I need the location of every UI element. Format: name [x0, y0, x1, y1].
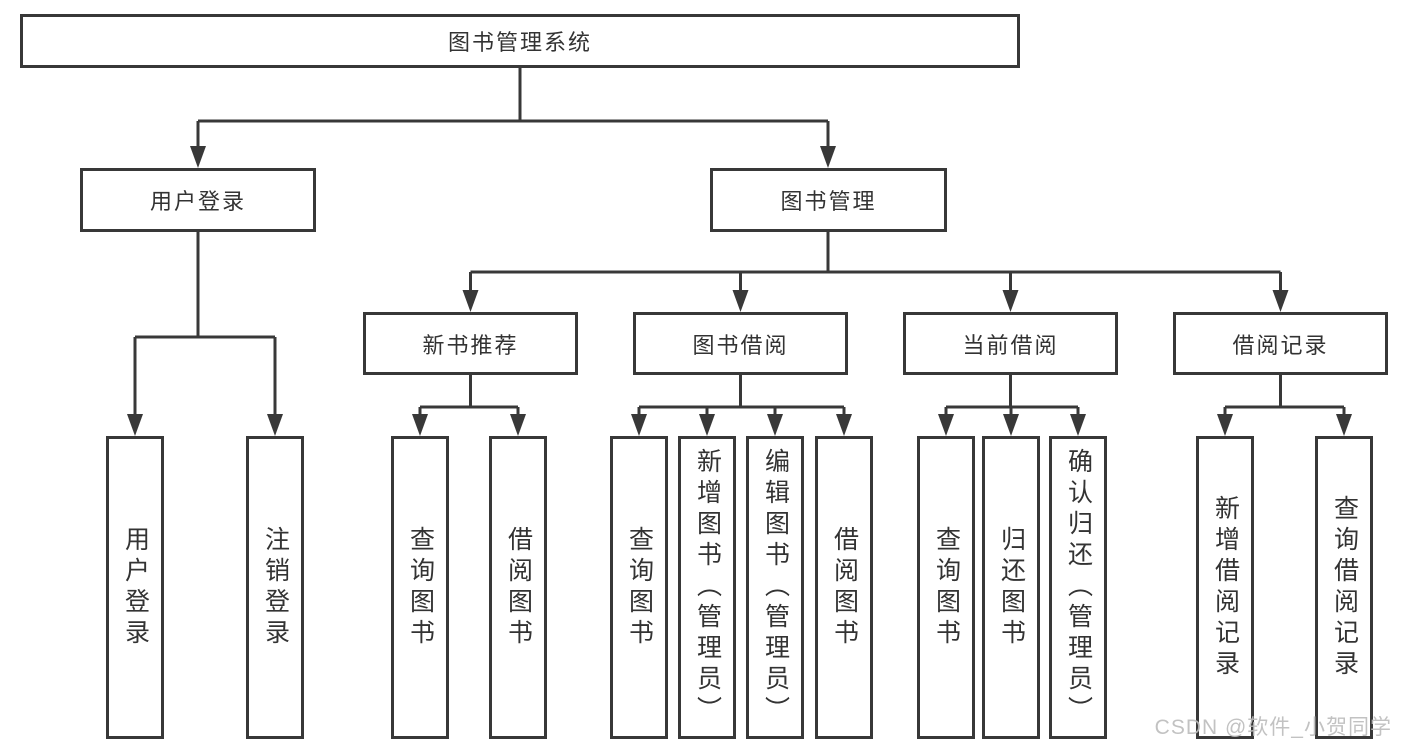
arrowhead — [1217, 414, 1233, 436]
wire-login-to-leaves — [127, 232, 283, 436]
leaf-user-login: 用户登录 — [106, 436, 164, 739]
leaf-borrow-edit-books-admin-label: 编辑图书（管理员） — [761, 448, 790, 727]
wire-mgmt-to-level3 — [462, 232, 1289, 312]
node-new-book-recommend: 新书推荐 — [363, 312, 578, 375]
node-book-borrow: 图书借阅 — [633, 312, 848, 375]
watermark: CSDN @软件_小贺同学 — [1154, 716, 1392, 739]
leaf-logout-login-label: 注销登录 — [261, 525, 290, 650]
leaf-records-add-record-label: 新增借阅记录 — [1211, 494, 1240, 681]
wire-records-to-leaves — [1217, 375, 1352, 436]
arrowhead — [1272, 290, 1289, 312]
arrowhead — [1003, 414, 1019, 436]
arrowhead — [267, 414, 283, 436]
arrowhead — [699, 414, 715, 436]
arrowhead — [127, 414, 143, 436]
leaf-records-query-record: 查询借阅记录 — [1315, 436, 1373, 739]
arrowhead — [1002, 290, 1019, 312]
arrowhead — [190, 146, 206, 168]
wire-borrow-to-leaves — [631, 375, 852, 436]
leaf-borrow-edit-books-admin: 编辑图书（管理员） — [746, 436, 804, 739]
leaf-borrow-query-books-label: 查询图书 — [625, 525, 654, 650]
wire-current-to-leaves — [938, 375, 1086, 436]
leaf-recommend-query-books-label: 查询图书 — [406, 525, 435, 650]
leaf-recommend-borrow-books-label: 借阅图书 — [504, 525, 533, 650]
leaf-user-login-label: 用户登录 — [121, 525, 150, 650]
leaf-records-add-record: 新增借阅记录 — [1196, 436, 1254, 739]
node-current-borrow: 当前借阅 — [903, 312, 1118, 375]
arrowhead — [938, 414, 954, 436]
arrowhead — [462, 290, 479, 312]
leaf-borrow-query-books: 查询图书 — [610, 436, 668, 739]
arrowhead — [412, 414, 428, 436]
leaf-current-return-books: 归还图书 — [982, 436, 1040, 739]
wire-recommend-to-leaves — [412, 375, 526, 436]
node-borrow-records: 借阅记录 — [1173, 312, 1388, 375]
leaf-borrow-add-books-admin-label: 新增图书（管理员） — [693, 448, 722, 727]
wire-root-to-level2 — [190, 68, 836, 168]
leaf-current-query-books-label: 查询图书 — [932, 525, 961, 650]
leaf-current-query-books: 查询图书 — [917, 436, 975, 739]
leaf-records-query-record-label: 查询借阅记录 — [1330, 494, 1359, 681]
leaf-recommend-borrow-books: 借阅图书 — [489, 436, 547, 739]
arrowhead — [510, 414, 526, 436]
leaf-current-return-books-label: 归还图书 — [997, 525, 1026, 650]
leaf-borrow-add-books-admin: 新增图书（管理员） — [678, 436, 736, 739]
leaf-borrow-borrow-books: 借阅图书 — [815, 436, 873, 739]
arrowhead — [1070, 414, 1086, 436]
arrowhead — [1336, 414, 1352, 436]
arrowhead — [732, 290, 749, 312]
arrowhead — [631, 414, 647, 436]
arrowhead — [836, 414, 852, 436]
arrowhead — [820, 146, 836, 168]
leaf-current-confirm-return-admin: 确认归还（管理员） — [1049, 436, 1107, 739]
leaf-logout-login: 注销登录 — [246, 436, 304, 739]
leaf-recommend-query-books: 查询图书 — [391, 436, 449, 739]
leaf-borrow-borrow-books-label: 借阅图书 — [830, 525, 859, 650]
node-book-management: 图书管理 — [710, 168, 947, 232]
leaf-current-confirm-return-admin-label: 确认归还（管理员） — [1064, 448, 1093, 727]
arrowhead — [767, 414, 783, 436]
node-user-login: 用户登录 — [80, 168, 316, 232]
node-library-system: 图书管理系统 — [20, 14, 1020, 68]
